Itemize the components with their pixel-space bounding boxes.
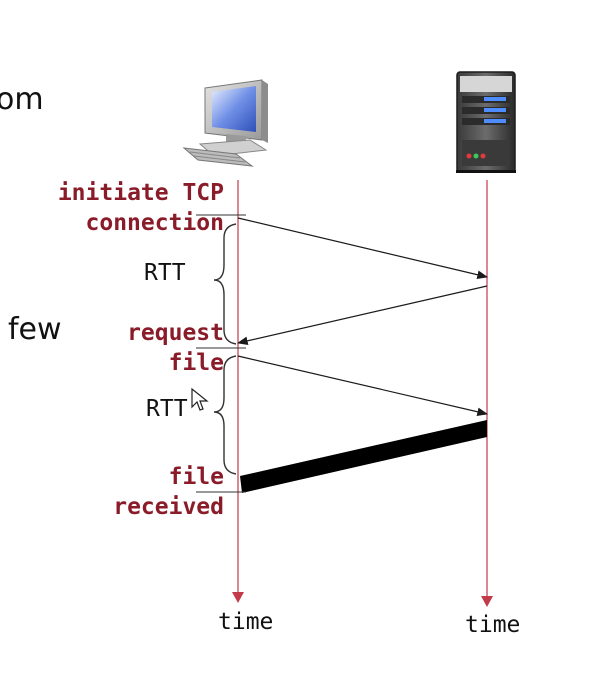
initiate-connection-label: initiate TCP connection — [58, 178, 224, 238]
partial-text-top: om — [0, 82, 44, 117]
partial-text-middle: few — [8, 312, 62, 347]
rtt-brace-2 — [213, 355, 237, 475]
rtt-label-1: RTT — [144, 260, 186, 286]
initiate-line-2: connection — [85, 210, 224, 236]
request-line-1: request — [127, 320, 224, 346]
file-received-label: file received — [113, 462, 224, 522]
server-time-label: time — [465, 612, 521, 638]
received-line-1: file — [168, 464, 224, 490]
syn-arrow — [237, 217, 489, 279]
request-file-label: request file — [127, 318, 224, 378]
file-transfer-bar — [240, 420, 487, 493]
server-tower-icon — [456, 71, 516, 173]
rtt-brace-1 — [213, 223, 237, 345]
synack-arrow — [236, 285, 488, 346]
desktop-computer-icon — [182, 79, 268, 167]
request-line-2: file — [168, 350, 224, 376]
received-line-2: received — [113, 494, 224, 520]
client-timeline — [232, 180, 244, 603]
request-arrow — [237, 355, 489, 417]
initiate-line-1: initiate TCP — [57, 180, 224, 206]
rtt-label-2: RTT — [146, 396, 188, 422]
server-timeline — [481, 180, 493, 607]
mouse-cursor-icon — [191, 387, 209, 411]
client-time-label: time — [218, 609, 274, 635]
